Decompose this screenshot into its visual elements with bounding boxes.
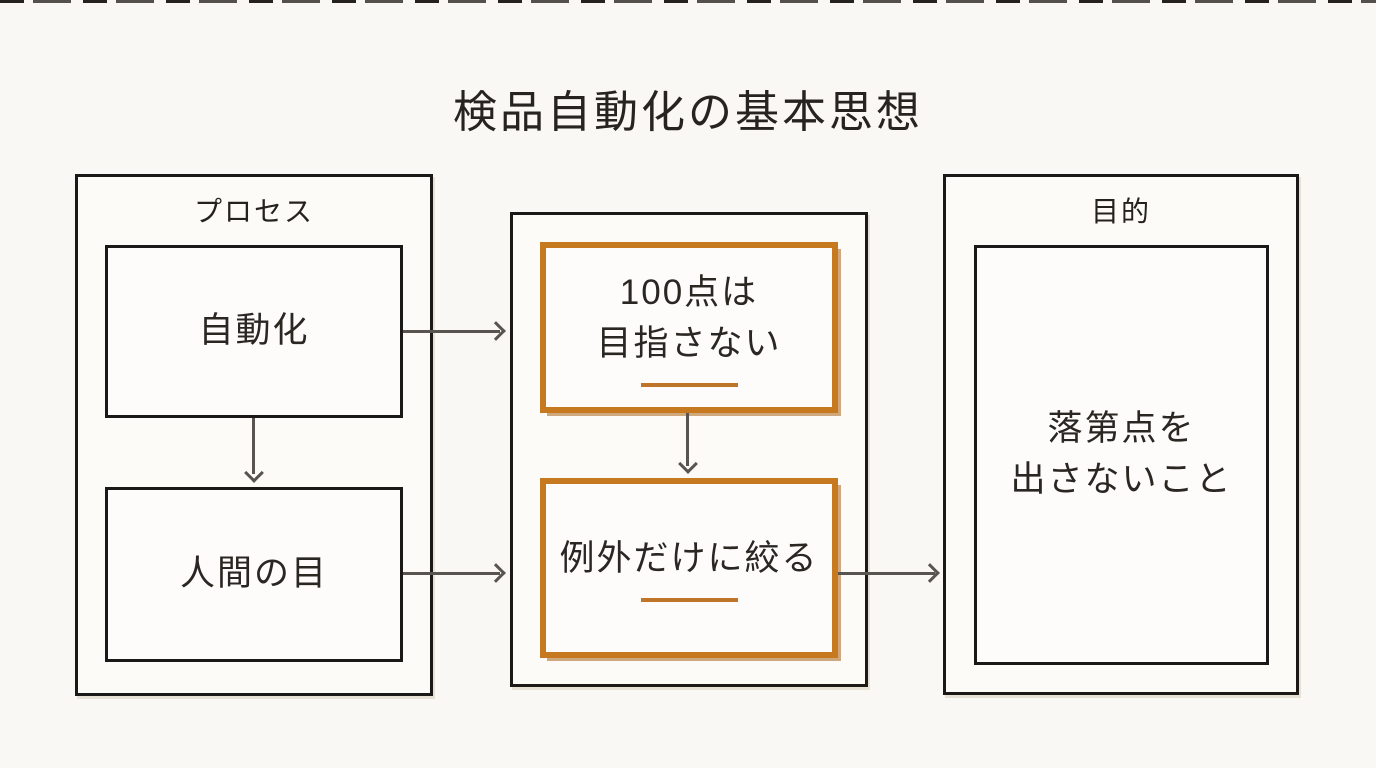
accent-underline <box>640 383 738 388</box>
accent-underline <box>640 598 738 603</box>
arrow-line <box>838 572 935 575</box>
human-eye-box-label: 人間の目 <box>179 554 328 594</box>
arrow-line <box>403 330 500 333</box>
top-edge-artifact <box>0 0 1376 3</box>
no-perfect-score-box: 100点は 目指さない <box>540 242 838 413</box>
arrow-line <box>686 413 689 466</box>
narrow-to-exceptions-box: 例外だけに絞る <box>540 478 838 658</box>
automation-box-label: 自動化 <box>198 311 310 351</box>
narrow-to-exceptions-box-label: 例外だけに絞る <box>559 538 819 578</box>
goal-box: 落第点を 出さないこと <box>974 245 1269 665</box>
human-eye-box: 人間の目 <box>105 487 403 662</box>
process-group: プロセス 自動化 人間の目 <box>75 174 433 696</box>
arrow-head-right-icon <box>486 563 506 583</box>
process-group-label: プロセス <box>193 196 314 227</box>
arrow-line <box>403 572 500 575</box>
arrow-head-right-icon <box>920 563 940 583</box>
page-title: 検品自動化の基本思想 <box>453 88 923 137</box>
no-perfect-score-box-label: 100点は 目指さない <box>596 272 782 363</box>
automation-box: 自動化 <box>105 245 403 418</box>
arrow-line <box>252 418 255 474</box>
principles-group: 100点は 目指さない 例外だけに絞る <box>510 212 868 687</box>
purpose-group-label: 目的 <box>1090 196 1151 227</box>
goal-box-label: 落第点を 出さないこと <box>1010 409 1233 499</box>
purpose-group: 目的 落第点を 出さないこと <box>943 174 1299 695</box>
arrow-head-right-icon <box>486 321 506 341</box>
